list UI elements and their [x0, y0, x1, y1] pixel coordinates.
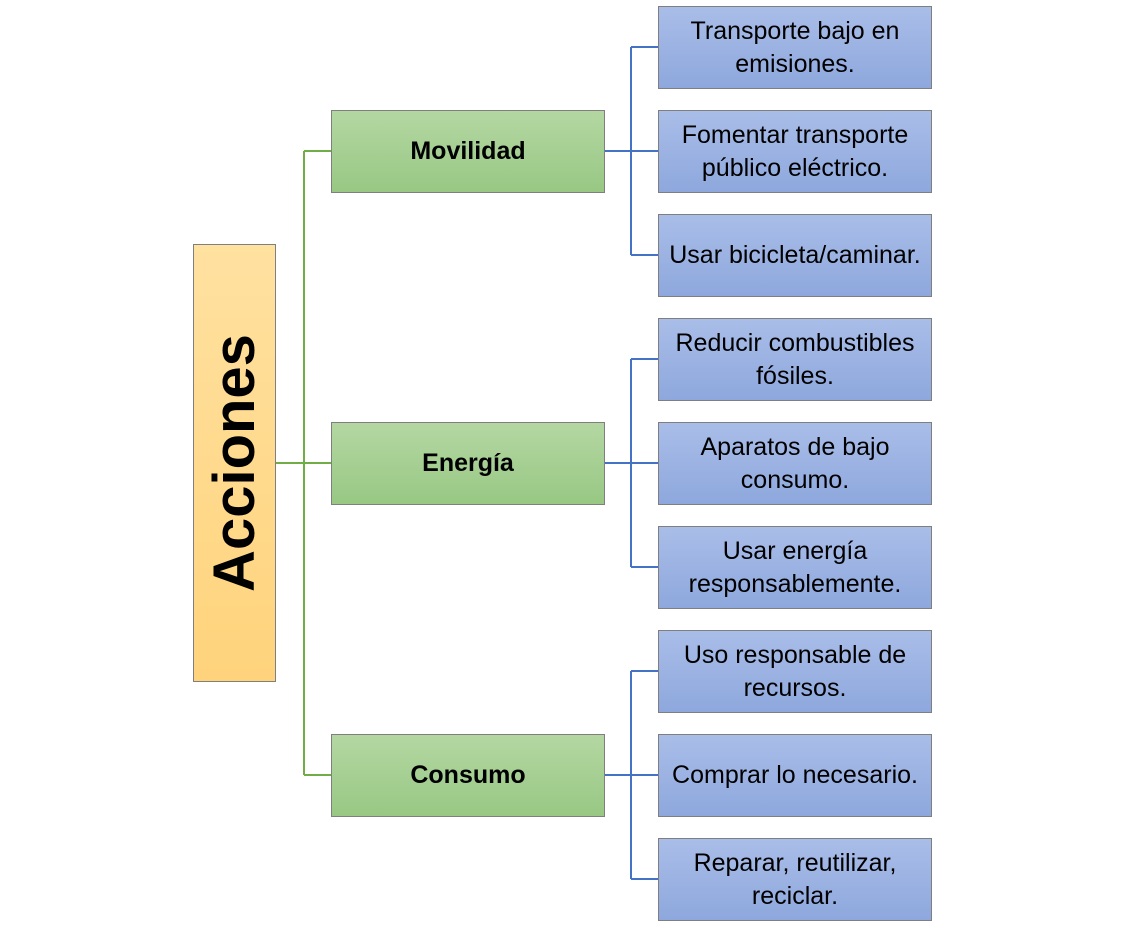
leaf-connectors-movilidad: [605, 46, 658, 256]
leaf-node: Uso responsable de recursos.: [658, 630, 932, 713]
leaf-label: Reducir combustibles fósiles.: [675, 328, 915, 390]
leaf-label: Usar energía responsablemente.: [688, 536, 902, 598]
leaf-connectors-energia: [605, 358, 658, 568]
leaf-node: Transporte bajo en emisiones.: [658, 6, 932, 89]
leaf-node: Fomentar transporte público eléctrico.: [658, 110, 932, 193]
leaf-node: Comprar lo necesario.: [658, 734, 932, 817]
category-label: Energía: [422, 449, 514, 477]
leaf-label: Comprar lo necesario.: [672, 761, 918, 789]
root-node: Acciones: [193, 244, 276, 682]
leaf-label: Reparar, reutilizar, reciclar.: [693, 848, 897, 910]
leaf-label: Usar bicicleta/caminar.: [669, 241, 921, 269]
leaf-label: Uso responsable de recursos.: [683, 640, 907, 702]
leaf-label: Fomentar transporte público eléctrico.: [681, 120, 909, 182]
leaf-node: Usar bicicleta/caminar.: [658, 214, 932, 297]
root-connectors: [276, 150, 331, 776]
category-node-consumo: Consumo: [331, 734, 605, 817]
leaf-connectors-consumo: [605, 670, 658, 880]
leaf-node: Reducir combustibles fósiles.: [658, 318, 932, 401]
category-label: Consumo: [410, 761, 526, 789]
root-label: Acciones: [201, 334, 267, 592]
leaf-node: Reparar, reutilizar, reciclar.: [658, 838, 932, 921]
leaf-label: Transporte bajo en emisiones.: [690, 16, 900, 78]
leaf-label: Aparatos de bajo consumo.: [700, 432, 890, 494]
category-node-energia: Energía: [331, 422, 605, 505]
category-label: Movilidad: [410, 137, 526, 165]
category-node-movilidad: Movilidad: [331, 110, 605, 193]
leaf-node: Aparatos de bajo consumo.: [658, 422, 932, 505]
leaf-node: Usar energía responsablemente.: [658, 526, 932, 609]
